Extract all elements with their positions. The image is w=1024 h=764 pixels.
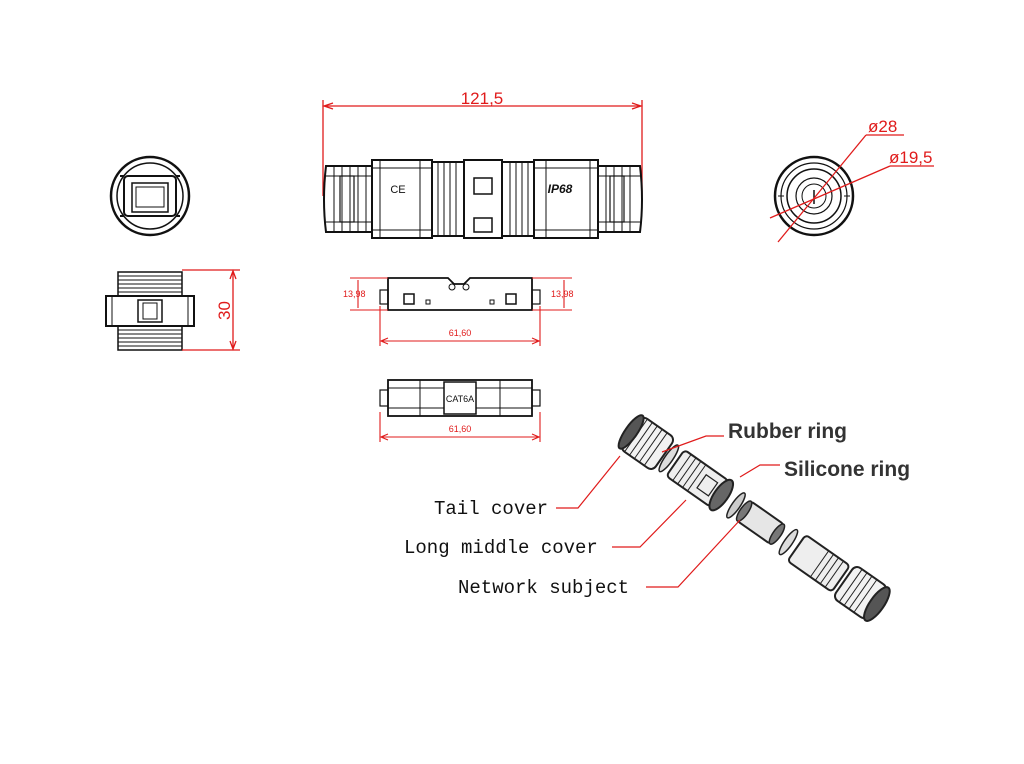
cat6a-label: CAT6A (446, 394, 474, 404)
height-dimension (182, 269, 240, 351)
module-view-cat6a (379, 379, 541, 417)
diameter-leaders (769, 134, 934, 243)
callout-leaders (556, 435, 780, 588)
module-view-top (379, 277, 541, 311)
module-length-label-2: 61,60 (449, 424, 472, 434)
offset-dimensions (350, 277, 572, 346)
left-offset-label: 13,98 (343, 289, 366, 299)
end-view-round (773, 155, 855, 237)
end-view-front (109, 155, 191, 237)
long-middle-cover-label: Long middle cover (404, 537, 598, 559)
exploded-assembly (617, 414, 891, 622)
ce-mark: CE (390, 184, 405, 196)
module-length-dimension-2 (379, 412, 541, 442)
module-length-label-1: 61,60 (449, 328, 472, 338)
side-view (105, 271, 195, 351)
tail-cover-label: Tail cover (434, 498, 548, 520)
network-subject-label: Network subject (458, 577, 629, 599)
outer-diameter-label: ø28 (868, 117, 897, 136)
right-offset-label: 13,98 (551, 289, 574, 299)
rubber-ring-label: Rubber ring (728, 420, 847, 443)
length-label: 121,5 (461, 89, 504, 108)
main-long-view (323, 159, 643, 239)
ip-rating-mark: IP68 (548, 182, 573, 196)
inner-diameter-label: ø19,5 (889, 148, 932, 167)
height-label: 30 (215, 301, 234, 320)
silicone-ring-label: Silicone ring (784, 458, 910, 481)
